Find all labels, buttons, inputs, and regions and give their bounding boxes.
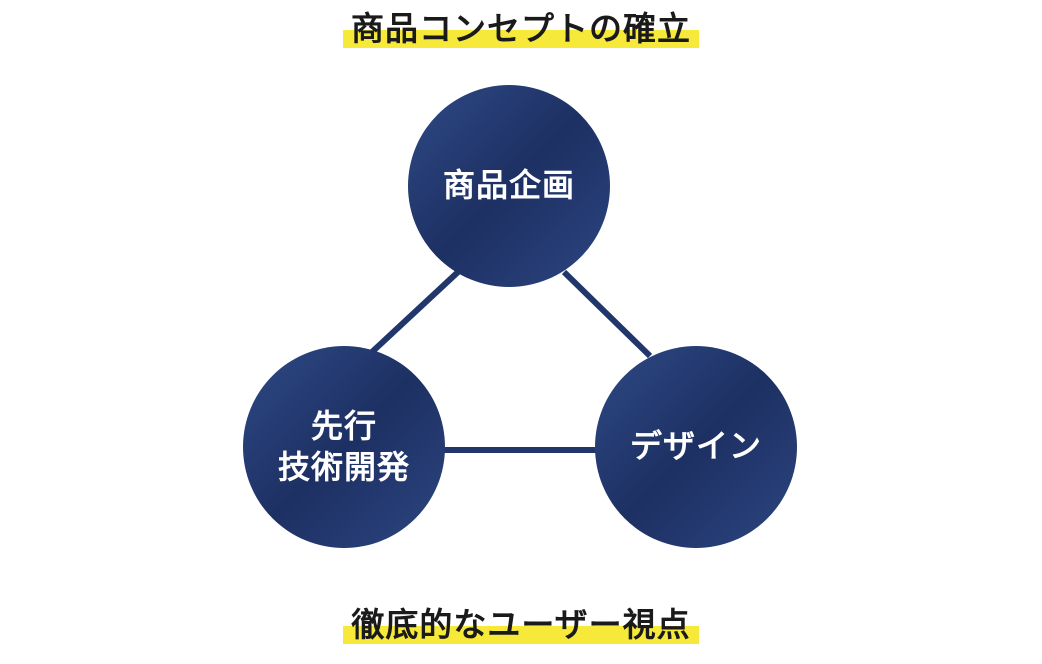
tech-text-line1: 先行 [310,407,377,445]
circle-tech [243,346,445,548]
connector-planning-design [561,269,653,359]
circle-planning [408,85,610,287]
circle-design [595,346,797,548]
tech-text-line2: 技術開発 [277,448,410,486]
node-label-tech: 先行 技術開発 [244,406,444,488]
node-label-design: デザイン [596,426,796,467]
node-label-planning: 商品企画 [409,165,609,206]
design-text: デザイン [629,427,762,465]
connector-planning-tech [369,269,461,355]
planning-text: 商品企画 [442,166,575,204]
